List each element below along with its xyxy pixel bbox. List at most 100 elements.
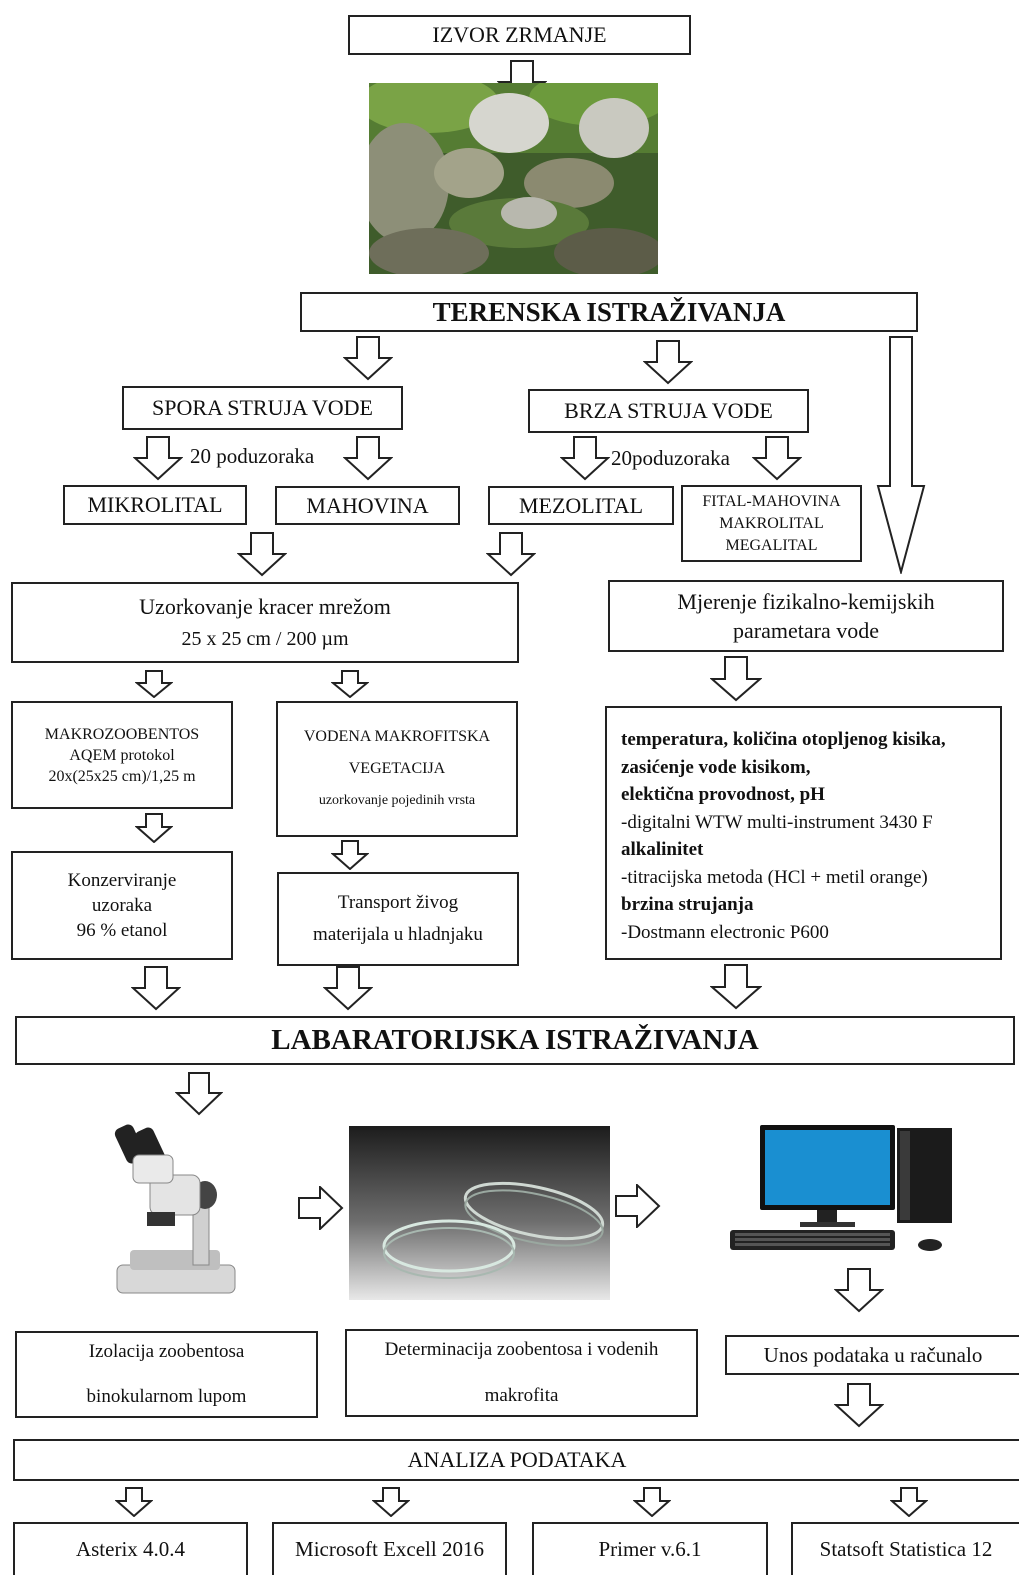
fital-label: FITAL-MAHOVINA <box>702 492 841 510</box>
down-arrow-icon <box>331 670 369 698</box>
isolation-line2: binokularnom lupom <box>86 1386 247 1407</box>
transport-box: Transport živog materijala u hladnjaku <box>277 872 519 966</box>
software-excel-label: Microsoft Excell 2016 <box>295 1537 484 1561</box>
down-arrow-icon <box>175 1072 223 1116</box>
down-arrow-icon <box>710 964 762 1010</box>
moss-box: MAHOVINA <box>275 486 460 525</box>
field-research-title-box: TERENSKA ISTRAŽIVANJA <box>300 292 918 332</box>
fast-flow-subsamples: 20poduzoraka <box>611 446 730 470</box>
determination-line2: makrofita <box>484 1385 559 1406</box>
parameters-box: temperatura, količina otopljenog kisika,… <box>605 706 1002 960</box>
down-arrow-icon <box>834 1383 884 1428</box>
conservation-line1: Konzerviranje <box>67 870 177 891</box>
down-arrow-icon <box>135 813 173 843</box>
sampling-method: Uzorkovanje kracer mrežom <box>139 593 391 619</box>
down-arrow-icon <box>633 1487 671 1517</box>
down-arrow-icon <box>343 336 393 381</box>
long-down-arrow-icon <box>876 336 926 574</box>
microscope-image <box>105 1120 245 1300</box>
slow-flow-box: SPORA STRUJA VODE <box>122 386 403 430</box>
param-conductivity-ph: elektična provodnost, pH <box>621 784 825 805</box>
makrolital-label: MAKROLITAL <box>719 514 824 532</box>
source-title: IZVOR ZRMANJE <box>432 22 607 47</box>
fast-flow-label: BRZA STRUJA VODE <box>564 398 773 423</box>
measurement-line2: parametara vode <box>733 618 879 643</box>
down-arrow-icon <box>343 436 393 481</box>
determination-box: Determinacija zoobentosa i vodenih makro… <box>345 1329 698 1417</box>
down-arrow-icon <box>331 840 369 870</box>
down-arrow-icon <box>643 340 693 385</box>
sampling-size: 25 x 25 cm / 200 µm <box>181 627 349 650</box>
down-arrow-icon <box>237 532 287 577</box>
down-arrow-icon <box>834 1268 884 1313</box>
spring-photo <box>369 83 658 274</box>
down-arrow-icon <box>133 436 183 481</box>
fital-box: FITAL-MAHOVINA MAKROLITAL MEGALITAL <box>681 485 862 562</box>
macrozoobenthos-title: MAKROZOOBENTOS <box>44 725 200 743</box>
vegetation-title-1: VODENA MAKROFITSKA <box>303 728 491 745</box>
down-arrow-icon <box>323 966 373 1011</box>
data-entry-label: Unos podataka u računalo <box>763 1342 983 1367</box>
software-asterix-label: Asterix 4.0.4 <box>75 1537 186 1561</box>
microlital-box: MIKROLITAL <box>63 485 247 525</box>
mezolital-box: MEZOLITAL <box>488 486 674 525</box>
aqem-protocol: AQEM protokol <box>69 746 175 764</box>
petri-dish-image <box>349 1126 610 1300</box>
software-statistica: Statsoft Statistica 12 <box>791 1522 1019 1575</box>
down-arrow-icon <box>752 436 802 481</box>
down-arrow-icon <box>710 656 762 702</box>
measurement-line1: Mjerenje fizikalno-kemijskih <box>677 589 935 614</box>
field-research-title: TERENSKA ISTRAŽIVANJA <box>432 296 786 327</box>
software-asterix: Asterix 4.0.4 <box>13 1522 248 1575</box>
source-title-box: IZVOR ZRMANJE <box>348 15 691 55</box>
param-alkalinity: alkalinitet <box>621 839 704 860</box>
fast-flow-box: BRZA STRUJA VODE <box>528 389 809 433</box>
transport-line2: materijala u hladnjaku <box>313 924 483 945</box>
param-temperature-oxygen: temperatura, količina otopljenog kisika, <box>621 729 946 750</box>
determination-line1: Determinacija zoobentosa i vodenih <box>384 1339 659 1360</box>
software-statistica-label: Statsoft Statistica 12 <box>819 1537 993 1561</box>
param-flow-speed: brzina strujanja <box>621 894 754 915</box>
down-arrow-icon <box>372 1487 410 1517</box>
lab-research-title: LABARATORIJSKA ISTRAŽIVANJA <box>271 1024 759 1056</box>
right-arrow-icon <box>615 1184 661 1228</box>
computer-image <box>725 1120 960 1260</box>
measurement-box: Mjerenje fizikalno-kemijskih parametara … <box>608 580 1004 652</box>
software-primer-label: Primer v.6.1 <box>598 1537 702 1561</box>
analysis-title-box: ANALIZA PODATAKA <box>13 1439 1019 1481</box>
down-arrow-icon <box>135 670 173 698</box>
microlital-label: MIKROLITAL <box>87 492 223 517</box>
right-arrow-icon <box>298 1186 344 1230</box>
macrozoobenthos-box: MAKROZOOBENTOS AQEM protokol 20x(25x25 c… <box>11 701 233 809</box>
sample-formula: 20x(25x25 cm)/1,25 m <box>48 767 196 785</box>
vegetation-method: uzorkovanje pojedinih vrsta <box>318 793 476 808</box>
moss-label: MAHOVINA <box>306 492 429 518</box>
param-saturation: zasićenje vode kisikom, <box>621 756 811 778</box>
data-entry-box: Unos podataka u računalo <box>725 1335 1019 1375</box>
down-arrow-icon <box>115 1487 153 1517</box>
isolation-line1: Izolacija zoobentosa <box>88 1341 245 1362</box>
mezolital-label: MEZOLITAL <box>518 492 644 518</box>
software-primer: Primer v.6.1 <box>532 1522 768 1575</box>
down-arrow-icon <box>486 532 536 577</box>
param-instrument-dostmann: -Dostmann electronic P600 <box>621 921 829 943</box>
param-titration-method: -titracijska metoda (HCl + metil orange) <box>621 866 928 888</box>
sampling-box: Uzorkovanje kracer mrežom 25 x 25 cm / 2… <box>11 582 519 663</box>
down-arrow-icon <box>560 436 610 481</box>
lab-research-title-box: LABARATORIJSKA ISTRAŽIVANJA <box>15 1016 1015 1065</box>
isolation-box: Izolacija zoobentosa binokularnom lupom <box>15 1331 318 1418</box>
down-arrow-icon <box>131 966 181 1011</box>
slow-flow-label: SPORA STRUJA VODE <box>152 395 373 420</box>
conservation-line3: 96 % etanol <box>76 920 168 941</box>
megalital-label: MEGALITAL <box>725 536 818 554</box>
vegetation-title-2: VEGETACIJA <box>348 760 446 777</box>
conservation-box: Konzerviranje uzoraka 96 % etanol <box>11 851 233 960</box>
analysis-title: ANALIZA PODATAKA <box>407 1447 627 1472</box>
vegetation-box: VODENA MAKROFITSKA VEGETACIJA uzorkovanj… <box>276 701 518 837</box>
slow-flow-subsamples: 20 poduzoraka <box>190 444 315 468</box>
transport-line1: Transport živog <box>337 892 459 913</box>
software-excel: Microsoft Excell 2016 <box>272 1522 507 1575</box>
param-instrument-wtw: -digitalni WTW multi-instrument 3430 F <box>621 811 933 833</box>
conservation-line2: uzoraka <box>91 895 153 916</box>
down-arrow-icon <box>890 1487 928 1517</box>
